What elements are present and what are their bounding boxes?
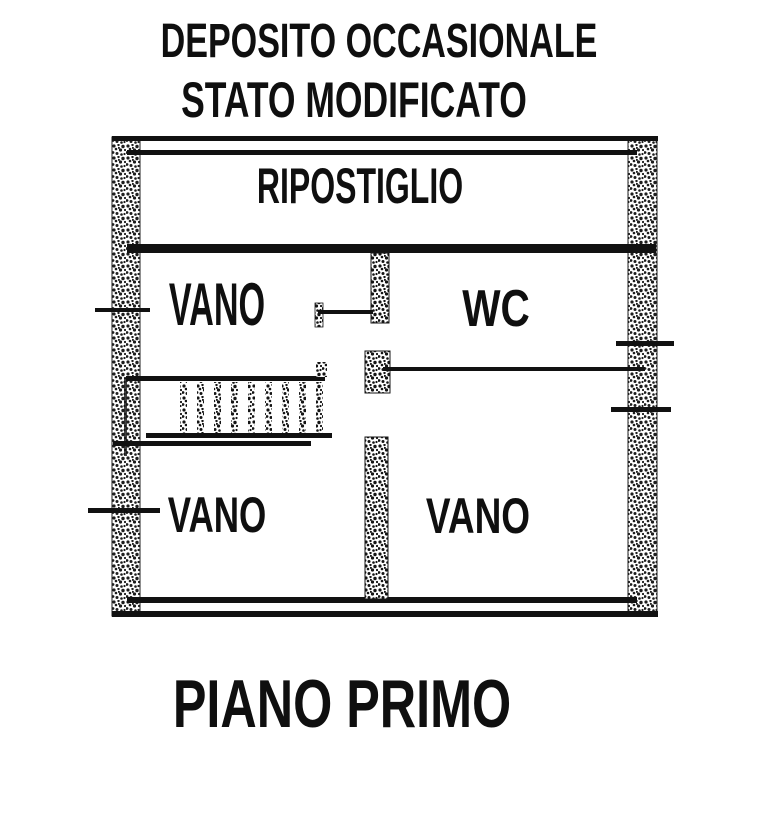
- room-label-vano-lower-left: VANO: [167, 487, 267, 543]
- room-label-vano-lower-right: VANO: [425, 488, 531, 544]
- vano-wc-partition-stub: [370, 252, 390, 324]
- wc-floor-divider-line: [383, 367, 645, 371]
- staircase: [113, 362, 332, 456]
- dimension-tick-right-lower: [611, 407, 671, 412]
- floor-caption: PIANO PRIMO: [172, 666, 512, 742]
- dimension-tick-left-upper: [95, 308, 150, 312]
- dimension-tick-left-lower: [88, 508, 160, 513]
- dimension-ticks: [88, 308, 674, 513]
- stair-treads: [180, 382, 323, 434]
- central-wall-stub: [364, 350, 391, 394]
- dimension-tick-right-upper: [616, 341, 674, 346]
- room-label-vano-upper-left: VANO: [168, 271, 266, 338]
- door-opening-line: [314, 302, 373, 328]
- exterior-wall-right: [627, 136, 658, 617]
- lower-partition-wall: [364, 436, 389, 600]
- room-label-wc: WC: [462, 280, 530, 338]
- exterior-wall-top: [112, 136, 658, 155]
- drawing-title-line1: DEPOSITO OCCASIONALE: [160, 15, 598, 68]
- room-label-ripostiglio: RIPOSTIGLIO: [256, 158, 464, 214]
- exterior-wall-bottom: [112, 597, 658, 617]
- ripostiglio-partition-wall: [127, 244, 656, 253]
- drawing-title-line2: STATO MODIFICATO: [181, 72, 527, 128]
